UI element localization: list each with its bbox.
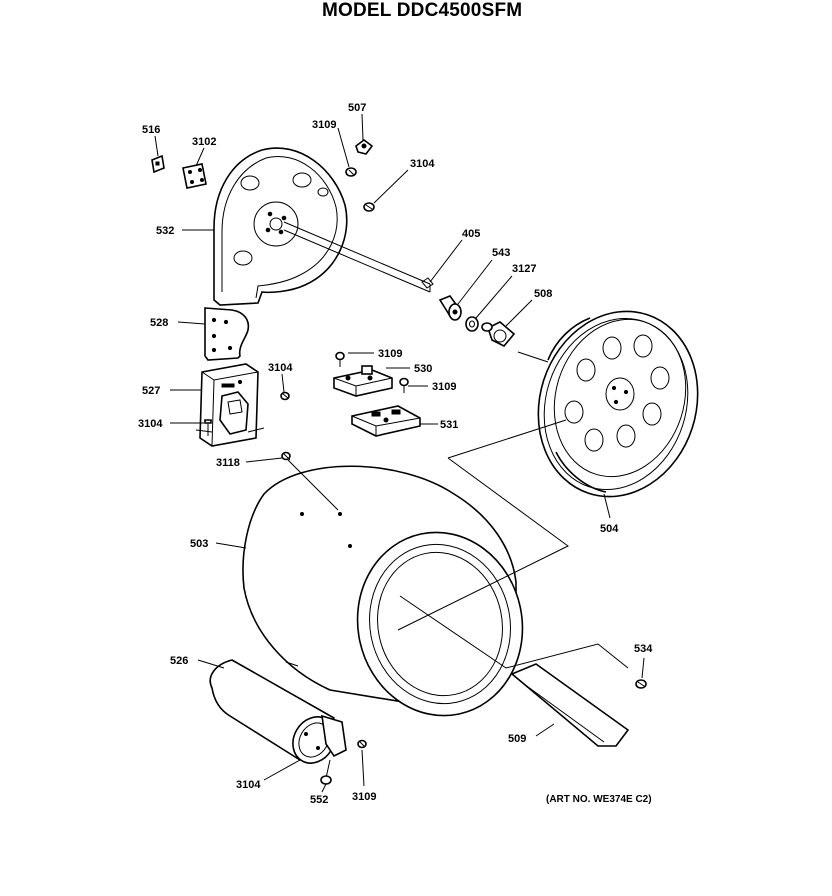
- belt-path-lines: [397, 351, 629, 669]
- callout-503: 503: [190, 538, 208, 550]
- callout-526: 526: [170, 655, 188, 667]
- callout-3109-bottom: 3109: [352, 791, 376, 803]
- callout-543: 543: [492, 247, 510, 259]
- thermostat-531: [351, 405, 421, 437]
- drum-503: [242, 465, 524, 717]
- callout-3102: 3102: [192, 136, 216, 148]
- callout-532: 532: [156, 225, 174, 237]
- screw-3104-top: [363, 202, 375, 212]
- screw-3109-bottom: [357, 739, 367, 749]
- heater-526: [209, 659, 347, 785]
- front-bulkhead-504: [537, 310, 699, 498]
- art-number: (ART NO. WE374E C2): [546, 794, 652, 805]
- callout-3104-left: 3104: [138, 418, 163, 430]
- model-title: MODEL DDC4500SFM: [322, 0, 523, 21]
- callout-509: 509: [508, 733, 526, 745]
- drum-shaft: [283, 221, 434, 293]
- callout-530: 530: [414, 363, 432, 375]
- callout-3109-mid: 3109: [378, 348, 402, 360]
- callout-3109-right: 3109: [432, 381, 456, 393]
- callout-3104-bottom: 3104: [236, 779, 261, 791]
- callout-3127: 3127: [512, 263, 536, 275]
- leader-lines: [154, 113, 645, 793]
- washer-3127: [465, 316, 479, 332]
- callout-3109-top: 3109: [312, 119, 336, 131]
- part-507: [355, 139, 374, 155]
- screw-3104-bracket: [280, 391, 290, 401]
- part-516: [151, 154, 165, 174]
- baffle-509: [510, 663, 630, 747]
- callout-labels: 516 3102 3109 507 3104 532 405 543 3127 …: [138, 102, 653, 806]
- screw-3109-top: [345, 167, 357, 177]
- callout-516: 516: [142, 124, 160, 136]
- callout-527: 527: [142, 385, 160, 397]
- callout-3118: 3118: [216, 457, 240, 469]
- screw-534: [635, 679, 647, 689]
- bracket-528: [204, 307, 250, 361]
- callout-531: 531: [440, 419, 458, 431]
- thermostat-530: [333, 365, 393, 397]
- callout-528: 528: [150, 317, 168, 329]
- callout-3104-top: 3104: [410, 158, 435, 170]
- callout-534: 534: [634, 643, 653, 655]
- screw-3109-mid: [335, 351, 345, 367]
- ring-508: [481, 321, 516, 347]
- part-3102: [182, 163, 207, 189]
- screw-3109-right: [399, 377, 409, 393]
- bearing-543: [438, 295, 462, 321]
- screw-3104-left: [204, 419, 212, 436]
- callout-552: 552: [310, 794, 328, 806]
- rear-bulkhead-532: [213, 147, 348, 306]
- callout-3104-bracket: 3104: [268, 362, 293, 374]
- callout-504: 504: [600, 523, 619, 535]
- callout-507: 507: [348, 102, 366, 114]
- housing-527: [195, 363, 265, 447]
- screw-3118: [281, 451, 291, 461]
- callout-508: 508: [534, 288, 552, 300]
- callout-405: 405: [462, 228, 480, 240]
